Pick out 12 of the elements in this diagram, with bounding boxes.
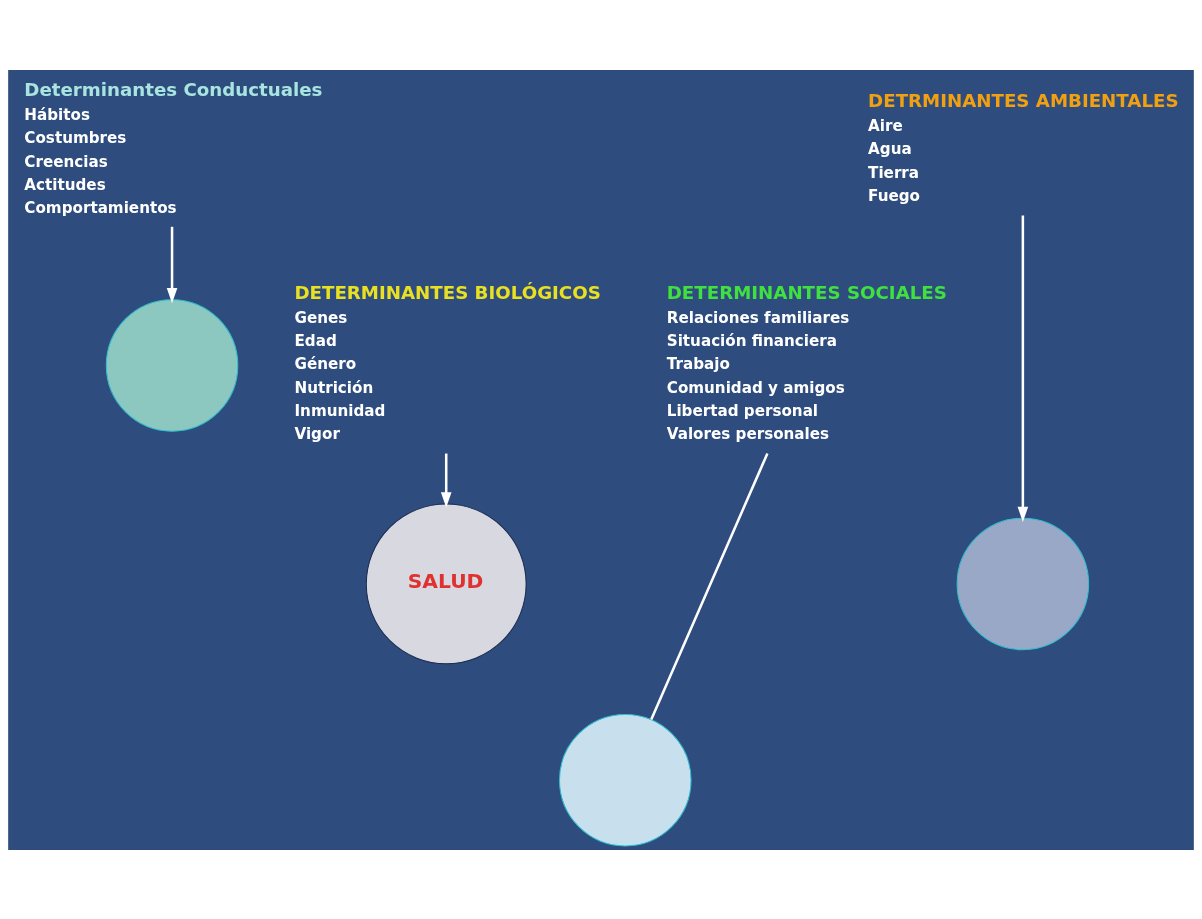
node-circle [956, 517, 1090, 650]
node-circle: SALUD [365, 503, 527, 664]
arrow [1017, 215, 1029, 522]
connector [650, 452, 769, 720]
node-text: Determinantes Conductuales Hábitos Costumbres Creencias Actitudes Comportamientos [24, 78, 323, 217]
arrow [440, 453, 452, 507]
node-text: DETERMINANTES BIOLÓGICOS Genes Edad Género Nutrición Inmunidad Vigor [294, 281, 601, 443]
arrow [166, 226, 178, 303]
node-text: DETERMINANTES SOCIALES Relaciones familiares Situación financiera Trabajo Comunidad y amigos Libertad personal Valores personales [666, 281, 947, 443]
node-text: DETRMINANTES AMBIENTALES Aire Agua Tierra Fuego [868, 89, 1179, 205]
node-circle [105, 298, 239, 432]
node-circle [559, 713, 692, 846]
